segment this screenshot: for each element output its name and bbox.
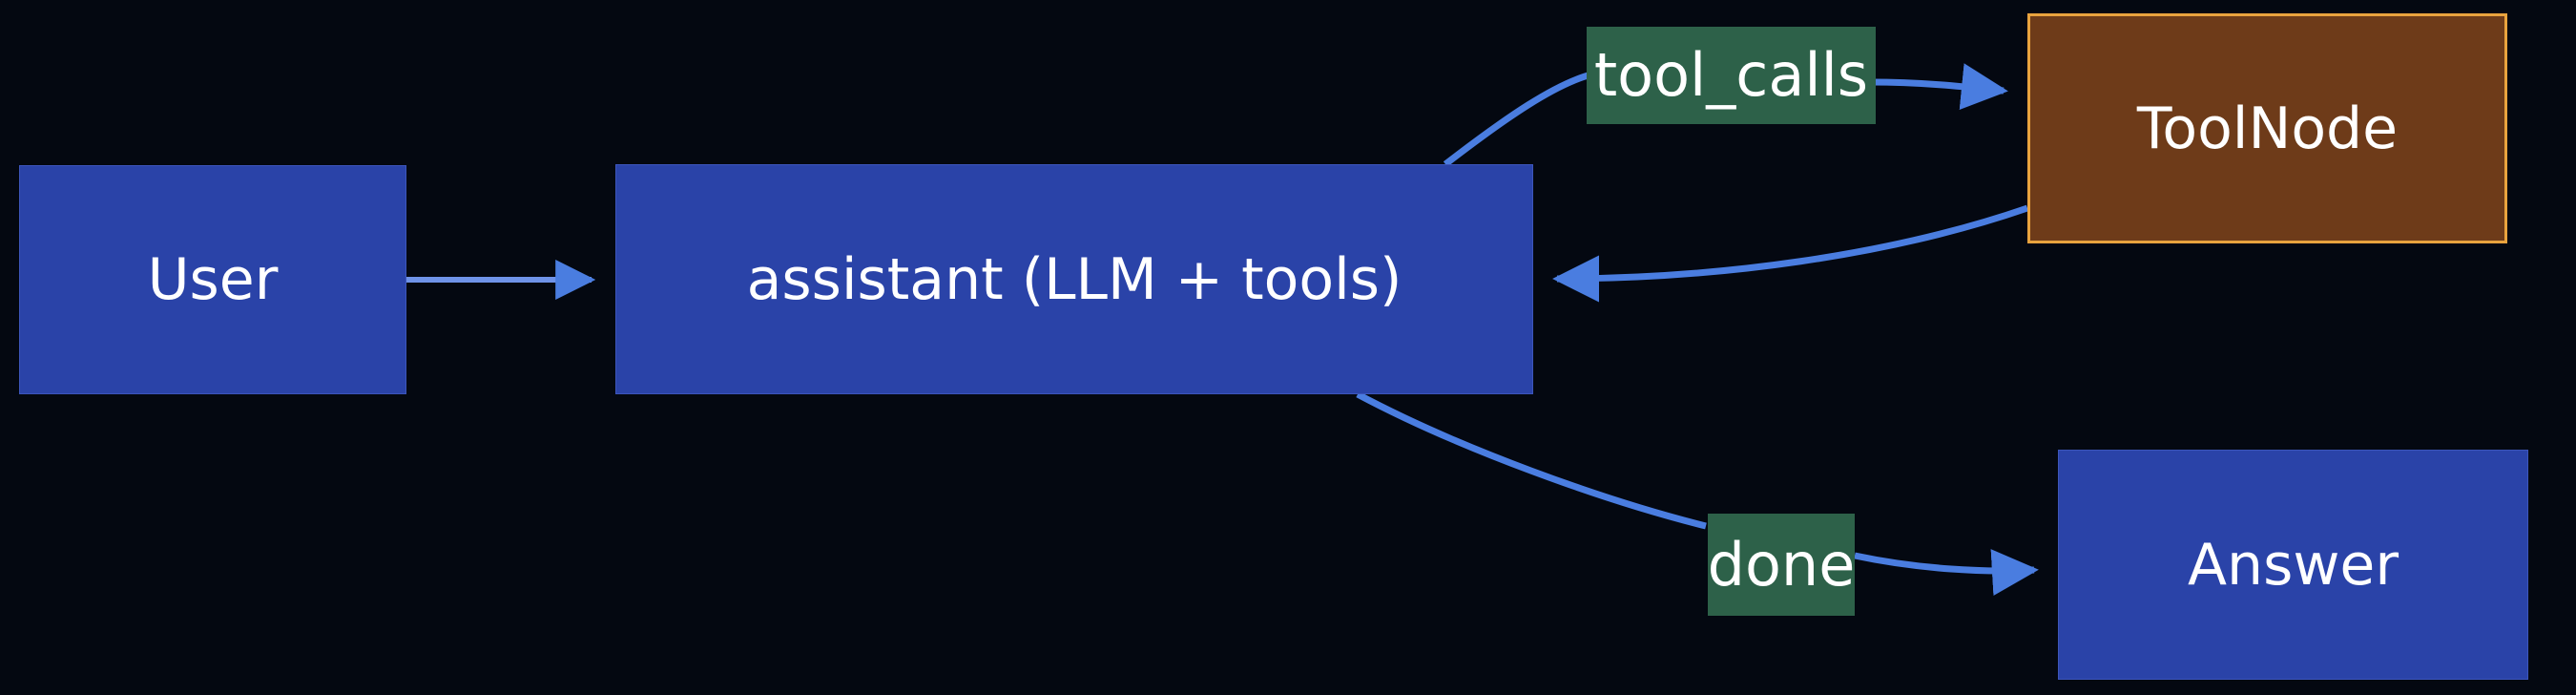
node-answer-label: Answer (2188, 531, 2399, 599)
edge-label-done-text: done (1707, 529, 1856, 600)
node-user[interactable]: User (19, 165, 406, 394)
node-user-label: User (147, 246, 279, 313)
node-assistant-label: assistant (LLM + tools) (746, 245, 1402, 313)
node-toolnode-label: ToolNode (2136, 95, 2399, 162)
edge-label-tool-calls: tool_calls (1587, 27, 1876, 124)
edge-label-tool-calls-text: tool_calls (1593, 40, 1869, 110)
node-answer[interactable]: Answer (2058, 450, 2528, 680)
edge-label-done: done (1708, 514, 1855, 616)
node-toolnode[interactable]: ToolNode (2027, 13, 2507, 243)
edge-assistant-to-answer (1356, 390, 2039, 596)
edge-toolnode-to-assistant (1552, 204, 2029, 303)
node-assistant[interactable]: assistant (LLM + tools) (615, 164, 1533, 394)
